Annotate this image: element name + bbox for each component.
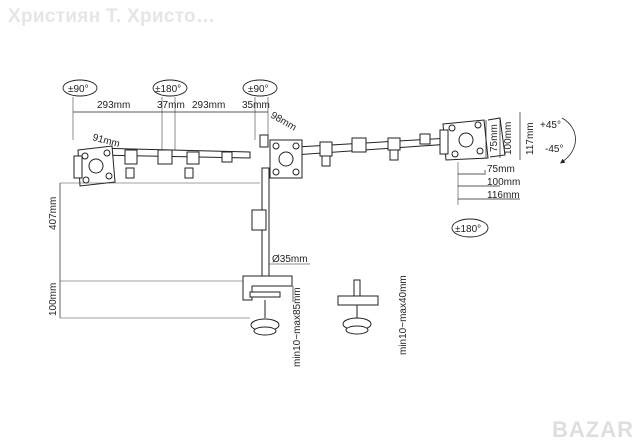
center-vesa-plate bbox=[269, 139, 303, 179]
grommet-range-label: min10~max40mm bbox=[398, 275, 409, 355]
tilt-up-label: +45° bbox=[540, 120, 561, 131]
dim-293-left: 293mm bbox=[97, 100, 130, 111]
vesa-100-vertical: 100mm bbox=[503, 122, 514, 155]
rotation-label-left: ±90° bbox=[68, 84, 89, 95]
left-arm bbox=[94, 147, 251, 179]
right-vesa-plate bbox=[439, 117, 506, 161]
dim-100-horizontal: 100mm bbox=[487, 177, 520, 188]
right-arm bbox=[279, 133, 451, 167]
rotation-icon-left: ±90° bbox=[62, 79, 98, 97]
left-vesa-plate bbox=[73, 145, 116, 187]
clamp-range-label: min10~max85mm bbox=[292, 287, 303, 367]
dim-293-mid: 293mm bbox=[192, 100, 225, 111]
tilt-down-label: -45° bbox=[545, 144, 563, 155]
seller-watermark: Християн Т. Христо… bbox=[8, 6, 216, 27]
dim-75-horizontal: 75mm bbox=[487, 164, 515, 175]
dim-98: 98mm bbox=[269, 110, 299, 133]
desk-clamp bbox=[242, 275, 293, 336]
dim-35: 35mm bbox=[242, 100, 270, 111]
rotation-icon-center: ±90° bbox=[242, 79, 278, 97]
grommet-mount bbox=[337, 279, 379, 335]
dim-407-vertical: 407mm bbox=[48, 197, 59, 230]
dim-100-vertical-left: 100mm bbox=[48, 283, 59, 316]
rotation-label-center: ±90° bbox=[248, 84, 269, 95]
rotation-label-right-bottom: ±180° bbox=[455, 224, 481, 235]
dim-37: 37mm bbox=[157, 100, 185, 111]
vesa-75-vertical: 75mm bbox=[489, 124, 500, 152]
rotation-icon-mid-arm: ±180° bbox=[152, 79, 188, 97]
rotation-label-mid-arm: ±180° bbox=[155, 84, 181, 95]
rotation-icon-right-bottom: ±180° bbox=[451, 218, 489, 238]
brand-watermark: BAZAR bbox=[552, 417, 634, 442]
pole bbox=[251, 134, 270, 279]
dim-116-horizontal: 116mm bbox=[487, 190, 520, 201]
dim-117-vertical: 117mm bbox=[525, 122, 536, 155]
pole-diameter: Ø35mm bbox=[272, 254, 308, 265]
